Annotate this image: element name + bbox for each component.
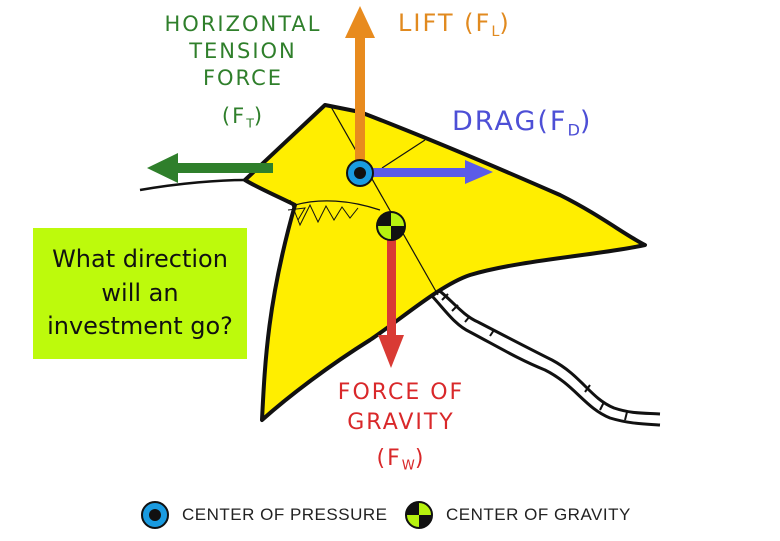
legend-label: CENTER OF GRAVITY	[446, 505, 631, 524]
legend-label: CENTER OF PRESSURE	[182, 505, 388, 524]
center-of-gravity-marker	[376, 211, 406, 241]
kite-string	[139, 178, 246, 192]
drag-label-text: DRAG	[452, 106, 538, 137]
gravity-symbol: (FW)	[376, 445, 426, 474]
pressure-target-icon	[141, 501, 169, 529]
question-line: investment go?	[47, 312, 233, 341]
center-of-pressure-marker	[346, 159, 374, 187]
gravity-label-line: FORCE OF	[337, 380, 465, 405]
tension-arrow	[147, 153, 273, 183]
gravity-label-line: GRAVITY	[347, 410, 455, 436]
kite-bridle-mesh	[287, 199, 359, 227]
gravity-checker-icon	[405, 501, 433, 529]
lift-label: LIFT (FL)	[398, 9, 511, 41]
question-line: will an	[101, 278, 179, 307]
kite-tail	[430, 286, 661, 427]
question-line: What direction	[52, 245, 228, 274]
tension-symbol: (FT)	[221, 104, 265, 131]
question-text: What direction will an investment go?	[47, 243, 233, 344]
gravity-force-label: FORCE OF GRAVITY (FW)	[336, 380, 466, 478]
question-callout: What direction will an investment go?	[33, 228, 247, 359]
tension-label-line: TENSION	[189, 39, 297, 64]
drag-label: DRAG(FD)	[452, 106, 593, 140]
tension-label-line: HORIZONTAL	[164, 12, 322, 36]
tension-force-label: HORIZONTAL TENSION FORCE (FT)	[158, 12, 328, 134]
legend-center-of-gravity: CENTER OF GRAVITY	[404, 500, 631, 530]
tension-label-line: FORCE	[202, 66, 284, 91]
lift-arrow	[345, 6, 375, 165]
lift-label-text: LIFT	[398, 9, 455, 37]
drag-arrow	[370, 160, 493, 184]
legend-center-of-pressure: CENTER OF PRESSURE	[140, 500, 387, 530]
gravity-arrow	[378, 240, 404, 368]
kite-body	[243, 103, 647, 422]
kite-spars	[294, 104, 439, 296]
